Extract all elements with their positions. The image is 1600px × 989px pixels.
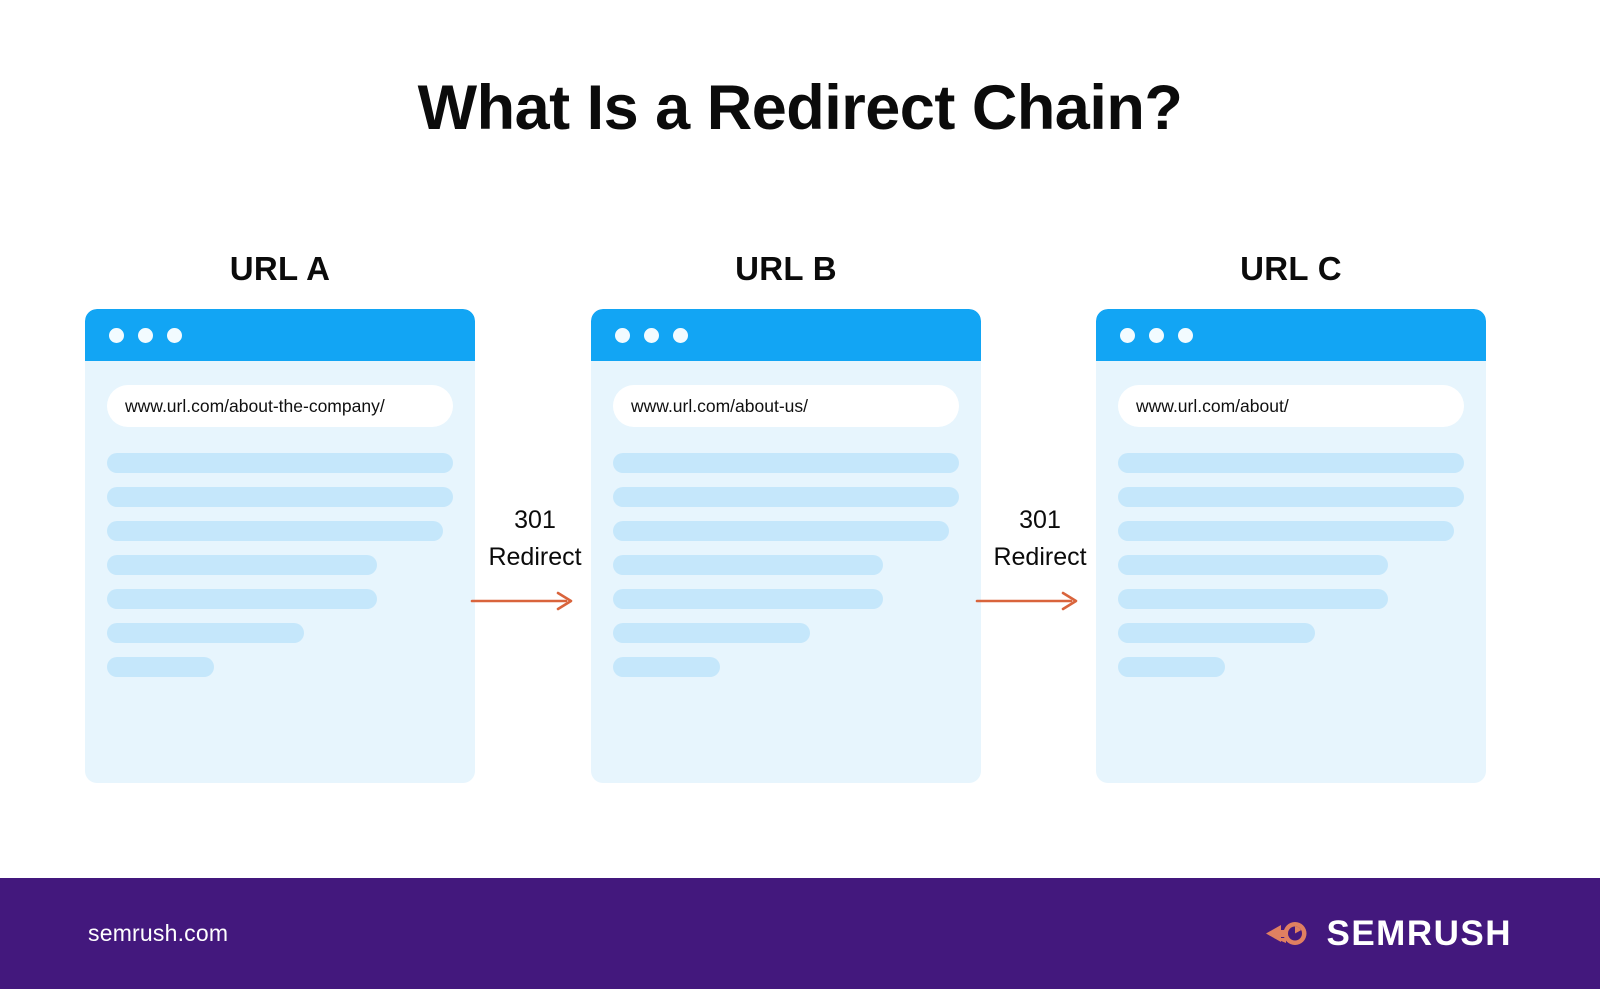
placeholder-line (107, 589, 377, 609)
browser-body-c: www.url.com/about/ (1096, 361, 1486, 677)
placeholder-line (107, 453, 453, 473)
placeholder-line (613, 657, 721, 677)
browser-chrome-c (1096, 309, 1486, 361)
placeholder-line (107, 521, 443, 541)
placeholder-line (1118, 623, 1316, 643)
redirect-code-2: 301 (1019, 506, 1061, 534)
content-placeholder-c (1118, 453, 1464, 677)
placeholder-line (107, 657, 215, 677)
footer-site-url: semrush.com (88, 920, 229, 946)
url-card-b-label: URL B (735, 250, 837, 287)
placeholder-line (613, 453, 959, 473)
window-maximize-dot-icon[interactable] (673, 327, 688, 343)
placeholder-line (1118, 657, 1226, 677)
window-maximize-dot-icon[interactable] (167, 327, 182, 343)
window-minimize-dot-icon[interactable] (138, 327, 153, 343)
address-bar-b[interactable]: www.url.com/about-us/ (613, 385, 959, 427)
content-placeholder-b (613, 453, 959, 677)
window-minimize-dot-icon[interactable] (644, 327, 659, 343)
window-minimize-dot-icon[interactable] (1149, 327, 1164, 343)
semrush-logo: SEMRUSH (1264, 914, 1512, 954)
content-placeholder-a (107, 453, 453, 677)
url-card-c: URL C www.url.com/about/ (1096, 250, 1486, 783)
browser-window-a: www.url.com/about-the-company/ (85, 309, 475, 783)
footer-bar: semrush.com SEMRUSH (0, 878, 1600, 989)
redirect-connector-2: 301 Redirect (975, 502, 1105, 612)
semrush-wordmark: SEMRUSH (1326, 913, 1512, 953)
browser-window-b: www.url.com/about-us/ (591, 309, 981, 783)
redirect-action-1: Redirect (488, 543, 582, 571)
redirect-code-1: 301 (514, 506, 556, 534)
url-card-b: URL B www.url.com/about-us/ (591, 250, 981, 783)
placeholder-line (613, 589, 883, 609)
address-bar-a[interactable]: www.url.com/about-the-company/ (107, 385, 453, 427)
url-card-c-label: URL C (1240, 250, 1342, 287)
arrow-right-icon (470, 591, 573, 611)
arrow-right-icon (975, 591, 1078, 611)
placeholder-line (613, 487, 959, 507)
address-bar-b-value: www.url.com/about-us/ (631, 395, 809, 416)
url-card-a: URL A www.url.com/about-the-company/ (85, 250, 475, 783)
address-bar-a-value: www.url.com/about-the-company/ (125, 395, 385, 416)
browser-chrome-b (591, 309, 981, 361)
window-maximize-dot-icon[interactable] (1178, 327, 1193, 343)
address-bar-c[interactable]: www.url.com/about/ (1118, 385, 1464, 427)
placeholder-line (1118, 589, 1388, 609)
address-bar-c-value: www.url.com/about/ (1136, 395, 1289, 416)
page-title: What Is a Redirect Chain? (417, 73, 1183, 143)
redirect-action-2: Redirect (993, 543, 1087, 571)
placeholder-line (1118, 453, 1464, 473)
window-close-dot-icon[interactable] (1120, 327, 1135, 343)
placeholder-line (107, 487, 453, 507)
redirect-connector-1: 301 Redirect (470, 502, 600, 612)
window-close-dot-icon[interactable] (109, 327, 124, 343)
redirect-chain-diagram: URL A www.url.com/about-the-company/ (0, 250, 1600, 810)
window-close-dot-icon[interactable] (615, 327, 630, 343)
semrush-comet-icon (1266, 921, 1307, 945)
placeholder-line (107, 623, 305, 643)
placeholder-line (613, 521, 949, 541)
placeholder-line (613, 623, 811, 643)
placeholder-line (107, 555, 377, 575)
placeholder-line (1118, 487, 1464, 507)
placeholder-line (1118, 521, 1454, 541)
browser-window-c: www.url.com/about/ (1096, 309, 1486, 783)
browser-body-a: www.url.com/about-the-company/ (85, 361, 475, 677)
browser-chrome-a (85, 309, 475, 361)
browser-body-b: www.url.com/about-us/ (591, 361, 981, 677)
placeholder-line (613, 555, 883, 575)
url-card-a-label: URL A (229, 250, 331, 287)
placeholder-line (1118, 555, 1388, 575)
